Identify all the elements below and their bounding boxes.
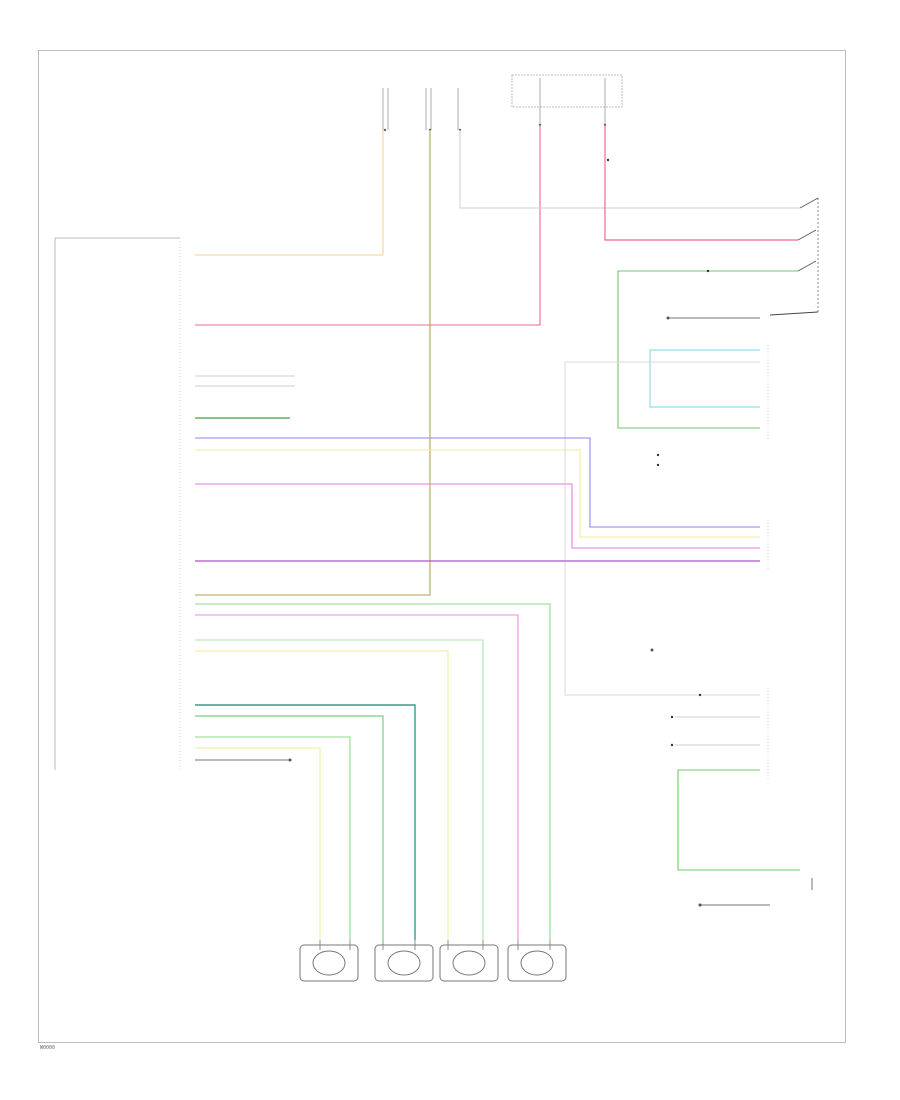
wire-pink-ignition	[195, 125, 541, 326]
wire-yellow-fuse	[195, 130, 384, 256]
brake-switch-symbol	[769, 197, 819, 316]
wire-gray-vertical	[564, 361, 760, 696]
splice-dots	[606, 158, 710, 747]
diagram-id: W0000	[40, 1045, 56, 1051]
diagram-frame	[38, 50, 846, 1043]
wire-lightblue-loop	[649, 349, 760, 408]
sensor-right-front	[374, 940, 434, 982]
wire-pink-switch	[604, 125, 798, 241]
wire-lf-speed-2	[195, 650, 449, 880]
wire-gray-switch	[459, 130, 800, 209]
wire-lf-speed-1	[195, 639, 484, 880]
wire-lr-speed-2	[195, 747, 321, 880]
wire-tan-center	[195, 130, 431, 596]
wire-lightyellow-can	[195, 449, 760, 538]
wire-rf-speed-2	[195, 614, 519, 880]
wire-green-lower	[677, 769, 800, 871]
wire-lr-speed-1	[195, 736, 351, 880]
fuse-block-right	[511, 74, 623, 127]
wire-rr-speed-2	[195, 715, 384, 880]
wire-rr-speed-1	[195, 704, 416, 880]
sensor-right-rear	[507, 940, 567, 982]
fuse-block-center	[425, 88, 462, 132]
ground-symbols	[288, 316, 702, 907]
abs-module-outline	[54, 237, 181, 770]
wire-blue-can	[195, 437, 760, 528]
fuse-block-left	[382, 88, 389, 132]
sensor-connectors	[319, 880, 551, 940]
wire-magenta-sensor	[195, 483, 760, 549]
sensor-left-rear	[439, 940, 499, 982]
sensor-left-front	[299, 940, 359, 982]
wire-rf-speed-1	[195, 603, 551, 880]
